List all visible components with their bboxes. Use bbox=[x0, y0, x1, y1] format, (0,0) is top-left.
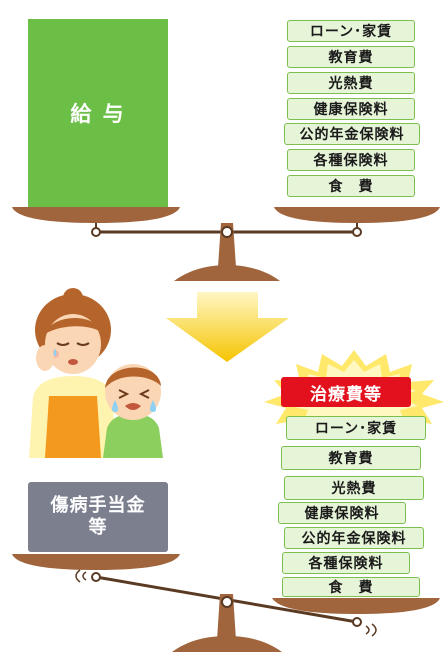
expense-other-insurance: 各種保険料 bbox=[282, 552, 410, 574]
expense-other-insurance: 各種保険料 bbox=[287, 149, 415, 171]
expense-pension-insurance: 公的年金保険料 bbox=[284, 123, 420, 145]
sickness-allowance-line2: 等 bbox=[88, 517, 108, 538]
salary-box: 給 与 bbox=[28, 19, 168, 207]
expense-education: 教育費 bbox=[287, 46, 415, 68]
worried-family-illustration bbox=[29, 288, 163, 458]
expense-utilities: 光熱費 bbox=[287, 72, 415, 94]
top-balance-scale bbox=[12, 207, 440, 281]
expense-loan-rent: ローン･家賃 bbox=[286, 416, 426, 440]
child-figure bbox=[103, 364, 163, 458]
expense-food: 食 費 bbox=[282, 577, 420, 597]
sickness-allowance-box: 傷病手当金 等 bbox=[28, 482, 168, 552]
expense-health-insurance: 健康保険料 bbox=[278, 502, 406, 524]
medical-expenses-label: 治療費等 bbox=[310, 384, 382, 405]
expense-food: 食 費 bbox=[287, 175, 415, 197]
bottom-balance-scale bbox=[12, 554, 440, 652]
expense-pension-insurance: 公的年金保険料 bbox=[284, 527, 424, 549]
expense-education: 教育費 bbox=[281, 446, 421, 470]
down-arrow-icon bbox=[166, 292, 289, 362]
sickness-allowance-line1: 傷病手当金 bbox=[50, 494, 146, 516]
medical-expenses-box: 治療費等 bbox=[281, 377, 411, 407]
salary-label: 給 与 bbox=[70, 102, 126, 126]
mother-figure bbox=[29, 288, 115, 458]
expense-loan-rent: ローン･家賃 bbox=[287, 20, 415, 42]
expense-utilities: 光熱費 bbox=[284, 476, 424, 500]
expense-health-insurance: 健康保険料 bbox=[287, 98, 415, 120]
